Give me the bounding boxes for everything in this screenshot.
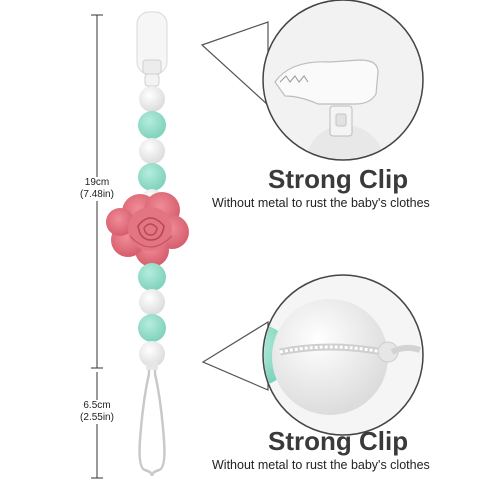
bead-white [139, 341, 165, 367]
strap-length-in: (2.55in) [80, 412, 114, 423]
total-length-cm: 19cm [84, 177, 110, 188]
pacifier-clip [136, 11, 168, 87]
total-length-in: (7.48in) [80, 189, 114, 200]
bead-mint [138, 314, 166, 342]
bead-chain [106, 86, 189, 367]
zoom-clip-detail [262, 0, 424, 161]
bead-white [139, 138, 165, 164]
bead-mint [138, 111, 166, 139]
pointer-bottom [201, 320, 269, 391]
strap-length-cm: 6.5cm [83, 400, 111, 411]
feature-description-2: Without metal to rust the baby's clothes [212, 458, 430, 472]
strap-length-label: 6.5cm (2.55in) [76, 400, 118, 424]
pointer-top [200, 21, 269, 107]
bead-white [139, 289, 165, 315]
strap-loop [138, 362, 166, 477]
bead-mint [138, 163, 166, 191]
feature-description-1: Without metal to rust the baby's clothes [212, 196, 430, 210]
feature-title-2: Strong Clip [268, 426, 409, 456]
bead-mint [138, 263, 166, 291]
feature-title-1: Strong Clip [268, 164, 409, 194]
bead-white [139, 86, 165, 112]
total-length-label: 19cm (7.48in) [78, 177, 116, 201]
rose-teether [106, 192, 189, 267]
zoom-bead-detail [262, 274, 424, 436]
